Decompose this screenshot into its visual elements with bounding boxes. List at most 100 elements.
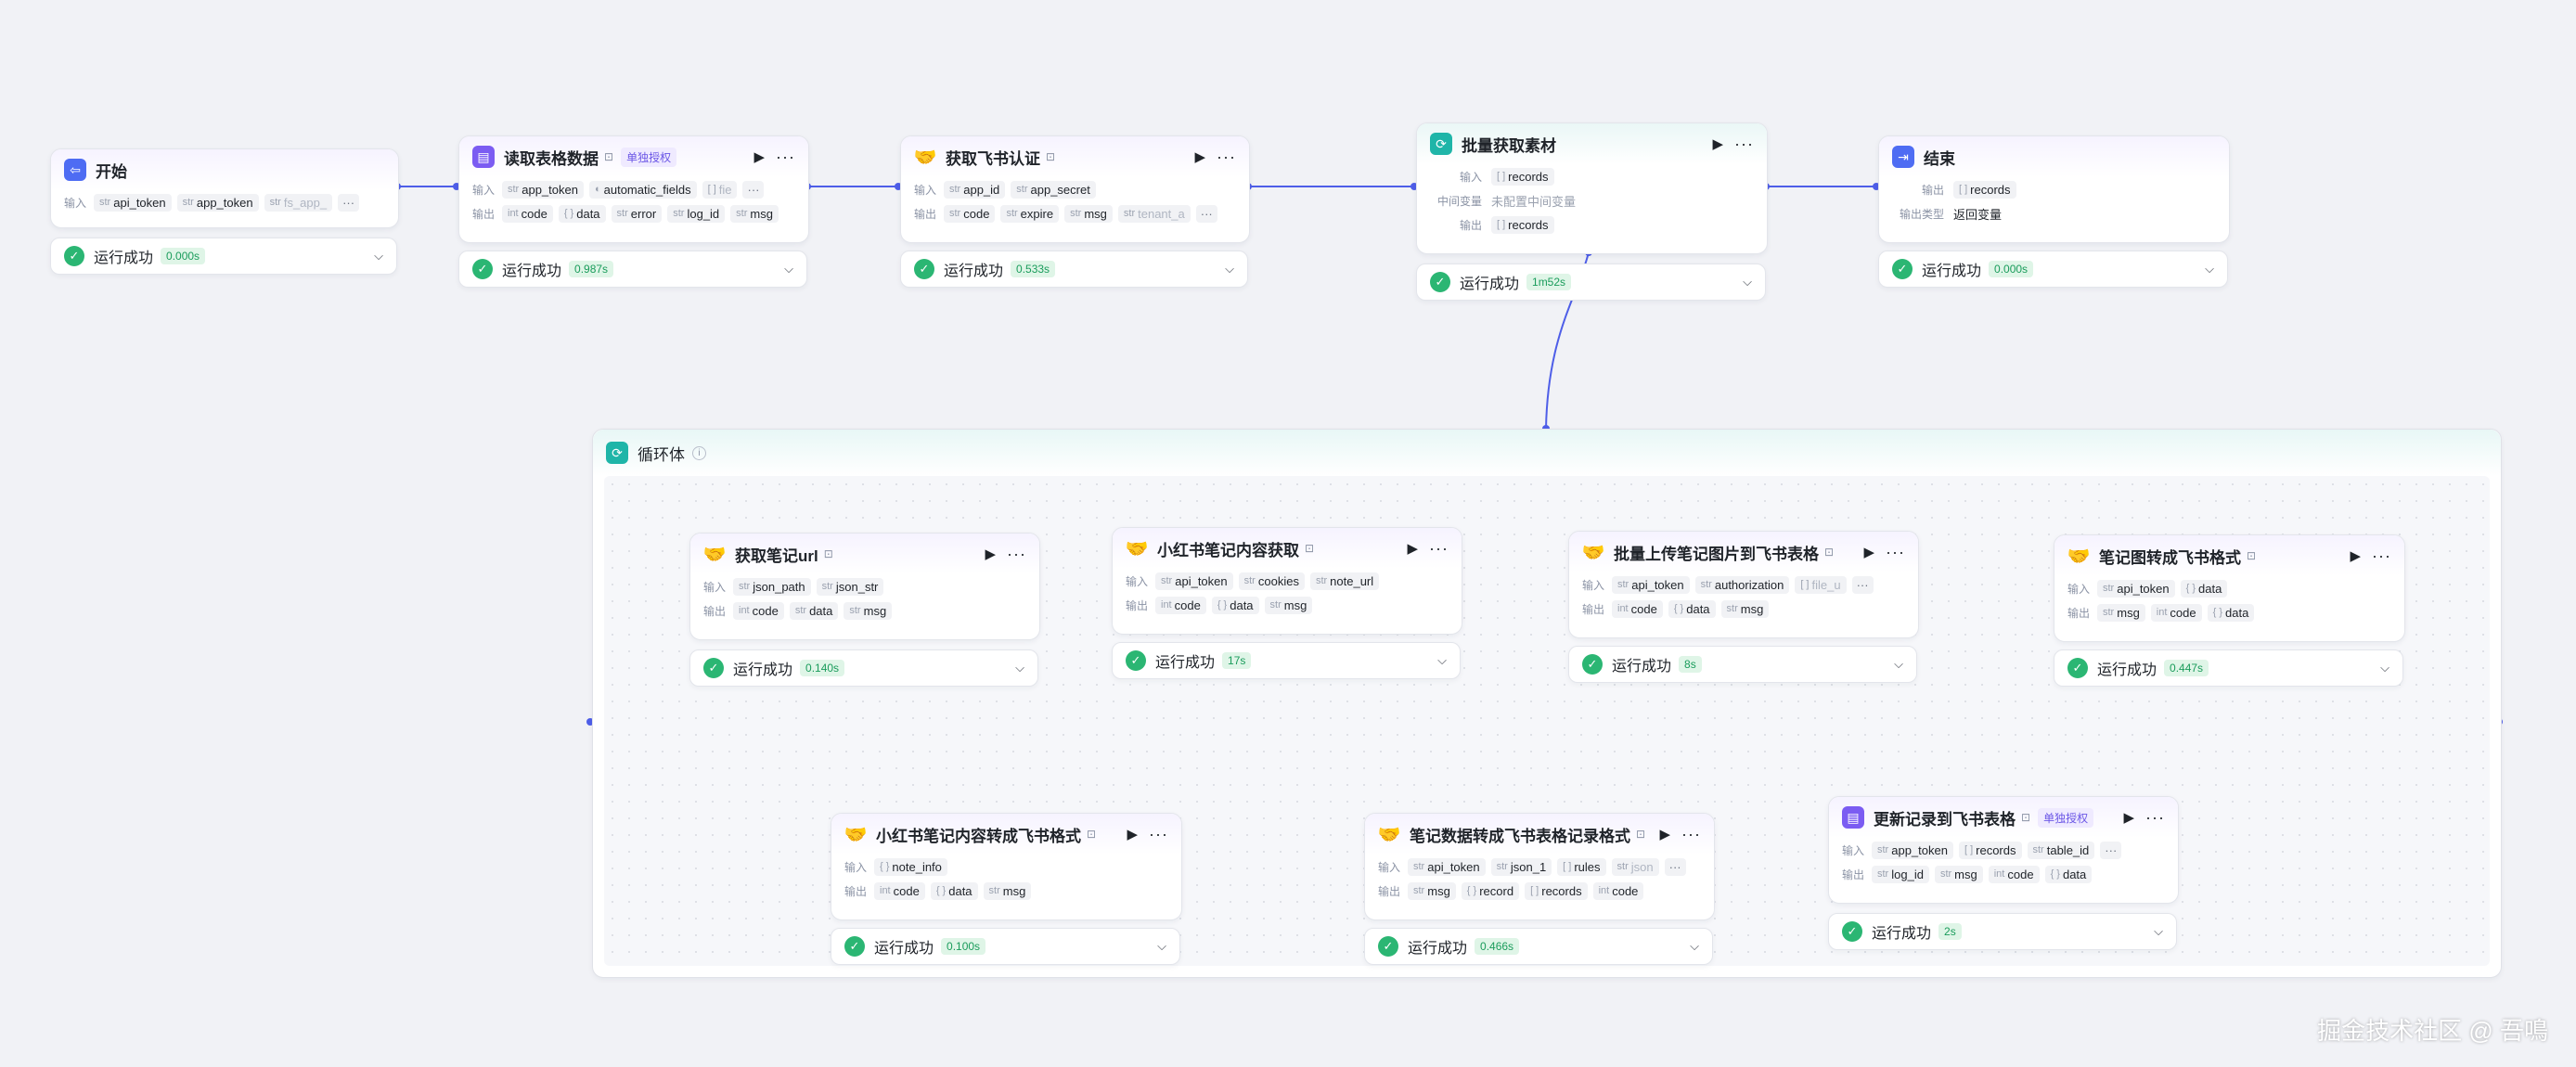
param-chip: [ ]records — [1491, 215, 1554, 234]
run-time-badge: 0.000s — [161, 248, 206, 264]
run-status-batch-fetch[interactable]: ✓ 运行成功 1m52s ⌵ — [1416, 264, 1766, 301]
play-icon[interactable]: ▶ — [753, 149, 766, 165]
chevron-down-icon[interactable]: ⌵ — [2205, 262, 2214, 276]
chevron-down-icon[interactable]: ⌵ — [1894, 657, 1903, 671]
chevron-down-icon[interactable]: ⌵ — [1690, 939, 1699, 953]
run-status-xhs-convert[interactable]: ✓ 运行成功 0.100s ⌵ — [831, 928, 1180, 965]
plugin-icon: ⊡ — [2247, 549, 2257, 562]
chevron-down-icon[interactable]: ⌵ — [784, 262, 793, 276]
more-params-button[interactable]: ··· — [1664, 857, 1686, 876]
info-icon[interactable]: i — [692, 445, 706, 460]
run-status-start[interactable]: ✓ 运行成功 0.000s ⌵ — [50, 238, 397, 275]
loop-header: ⟳ 循环体 i — [593, 430, 2501, 476]
plugin-icon: ⊡ — [1824, 546, 1835, 559]
run-status-note-to-feishu[interactable]: ✓ 运行成功 0.447s ⌵ — [2054, 649, 2403, 687]
more-params-button[interactable]: ··· — [338, 193, 360, 212]
auth-badge[interactable]: 单独授权 — [2038, 807, 2094, 828]
table-icon: ▤ — [472, 146, 495, 168]
success-check-icon: ✓ — [1126, 650, 1146, 671]
auth-badge[interactable]: 单独授权 — [621, 147, 677, 167]
play-icon[interactable]: ▶ — [985, 546, 997, 562]
run-status-upload-images[interactable]: ✓ 运行成功 8s ⌵ — [1568, 646, 1917, 683]
chevron-down-icon[interactable]: ⌵ — [1743, 275, 1752, 289]
chevron-down-icon[interactable]: ⌵ — [1225, 262, 1234, 276]
more-icon[interactable]: ··· — [1217, 147, 1236, 166]
handshake-icon: 🤝 — [2067, 546, 2091, 567]
chevron-down-icon[interactable]: ⌵ — [1157, 939, 1166, 953]
chevron-down-icon[interactable]: ⌵ — [1437, 653, 1447, 667]
more-icon[interactable]: ··· — [2372, 546, 2391, 565]
more-icon[interactable]: ··· — [2145, 807, 2165, 827]
output-type-row: 输出类型 返回变量 — [1899, 207, 2003, 222]
chevron-down-icon[interactable]: ⌵ — [1015, 661, 1024, 675]
more-icon[interactable]: ··· — [1149, 824, 1168, 843]
middle-row: 中间变量 未配置中间变量 — [1436, 194, 1577, 209]
play-icon[interactable]: ▶ — [1127, 827, 1139, 842]
more-params-button[interactable]: ··· — [1195, 204, 1217, 223]
run-status-xhs-fetch[interactable]: ✓ 运行成功 17s ⌵ — [1112, 642, 1461, 679]
run-status-update-records[interactable]: ✓ 运行成功 2s ⌵ — [1828, 913, 2177, 950]
more-icon[interactable]: ··· — [1886, 542, 1905, 561]
run-status-note-records[interactable]: ✓ 运行成功 0.466s ⌵ — [1364, 928, 1713, 965]
node-xhs-fetch-header: 🤝 小红书笔记内容获取 ⊡ ▶ ··· — [1113, 528, 1462, 569]
plugin-icon: ⊡ — [823, 547, 833, 560]
run-status-get-url[interactable]: ✓ 运行成功 0.140s ⌵ — [689, 649, 1038, 687]
output-row: 输出 [ ]records — [1879, 177, 2229, 201]
param-chip: { }data — [2044, 865, 2093, 883]
input-row: 输入 { }note_info — [831, 855, 1181, 879]
more-icon[interactable]: ··· — [1429, 538, 1449, 558]
more-icon[interactable]: ··· — [776, 147, 795, 166]
play-icon[interactable]: ▶ — [1712, 136, 1724, 152]
more-icon[interactable]: ··· — [1007, 544, 1026, 563]
more-params-button[interactable]: ··· — [742, 180, 765, 199]
run-status-feishu-auth[interactable]: ✓ 运行成功 0.533s ⌵ — [900, 251, 1248, 288]
play-icon[interactable]: ▶ — [1194, 149, 1206, 165]
node-xhs-convert[interactable]: 🤝 小红书笔记内容转成飞书格式 ⊡ ▶ ··· 输入 { }note_info … — [831, 813, 1182, 920]
run-status-end[interactable]: ✓ 运行成功 0.000s ⌵ — [1878, 251, 2228, 288]
more-icon[interactable]: ··· — [1681, 824, 1701, 843]
more-params-button[interactable]: ··· — [2100, 841, 2122, 859]
play-icon[interactable]: ▶ — [1659, 827, 1671, 842]
node-note-records-header: 🤝 笔记数据转成飞书表格记录格式 ⊡ ▶ ··· — [1365, 814, 1714, 855]
param-chip: { }data — [2207, 603, 2255, 622]
node-batch-fetch[interactable]: ⟳ 批量获取素材 ▶ ··· 输入 [ ]records 中间变量 未配置中间变… — [1416, 122, 1768, 254]
chevron-down-icon[interactable]: ⌵ — [2380, 661, 2389, 675]
plugin-icon: ⊡ — [1087, 828, 1097, 841]
run-status-read-table[interactable]: ✓ 运行成功 0.987s ⌵ — [458, 251, 807, 288]
play-icon[interactable]: ▶ — [1863, 545, 1875, 560]
play-icon[interactable]: ▶ — [2123, 810, 2135, 826]
play-icon[interactable]: ▶ — [2350, 548, 2362, 564]
node-end[interactable]: ⇥ 结束 输出 [ ]records 输出类型 返回变量 — [1878, 135, 2230, 243]
chevron-down-icon[interactable]: ⌵ — [2154, 924, 2163, 938]
more-icon[interactable]: ··· — [1734, 134, 1754, 153]
plugin-icon: ⊡ — [1636, 828, 1646, 841]
more-params-button[interactable]: ··· — [1851, 575, 1874, 594]
node-update-records-header: ▤ 更新记录到飞书表格 ⊡ 单独授权 ▶ ··· — [1829, 797, 2178, 838]
chevron-down-icon[interactable]: ⌵ — [374, 249, 383, 263]
play-icon[interactable]: ▶ — [1407, 541, 1419, 557]
